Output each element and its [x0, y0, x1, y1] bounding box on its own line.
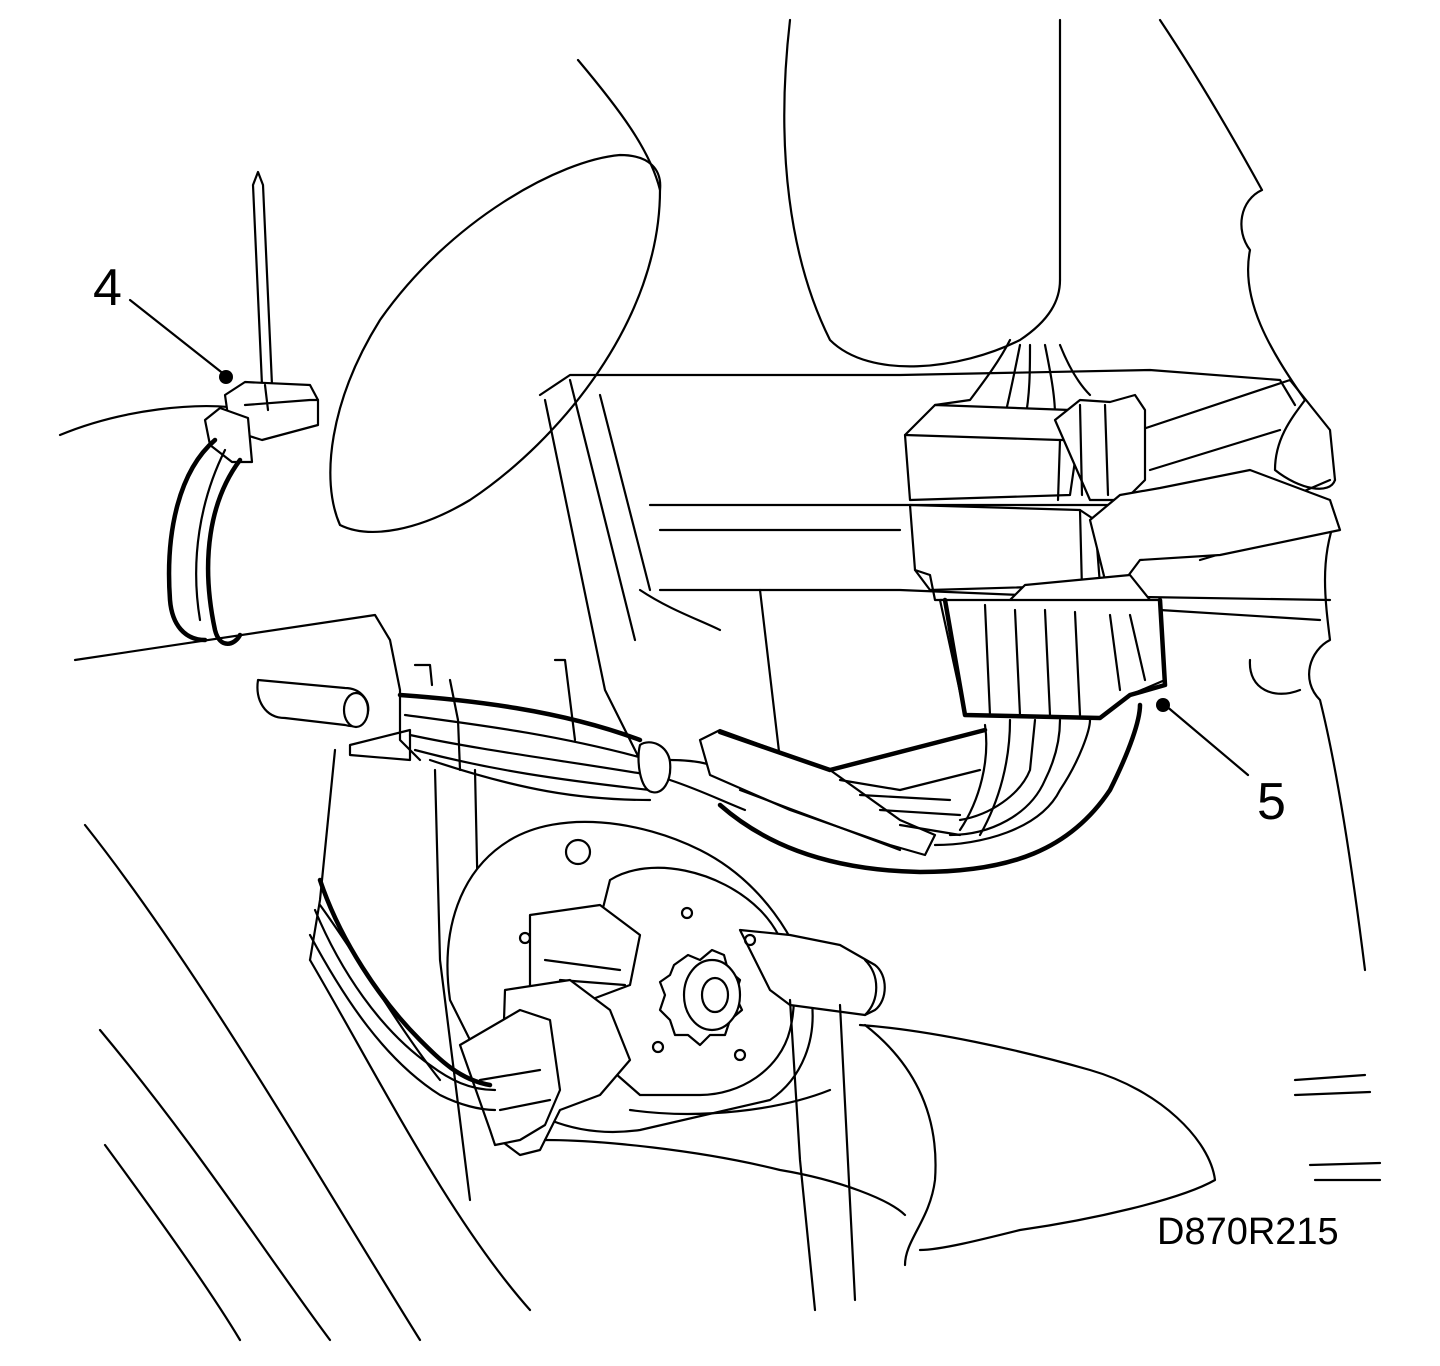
leader-line-4 [128, 298, 233, 384]
lower-outlet-duct [543, 998, 1382, 1312]
upper-center-duct [783, 18, 1062, 368]
harness-clip-pin [166, 170, 320, 646]
lower-left-bracket [73, 613, 577, 1342]
wiring-harness [397, 692, 1143, 875]
multi-pin-connector [903, 338, 1342, 721]
housing-plates [538, 368, 1337, 762]
right-side-panel [1158, 18, 1367, 972]
callout-5: 5 [1257, 773, 1286, 831]
figure-reference-id: D870R215 [1157, 1211, 1339, 1253]
blower-motor-assembly [308, 820, 886, 1157]
upper-left-duct [58, 58, 662, 533]
leader-line-5 [1156, 698, 1250, 777]
callout-4: 4 [93, 259, 122, 317]
